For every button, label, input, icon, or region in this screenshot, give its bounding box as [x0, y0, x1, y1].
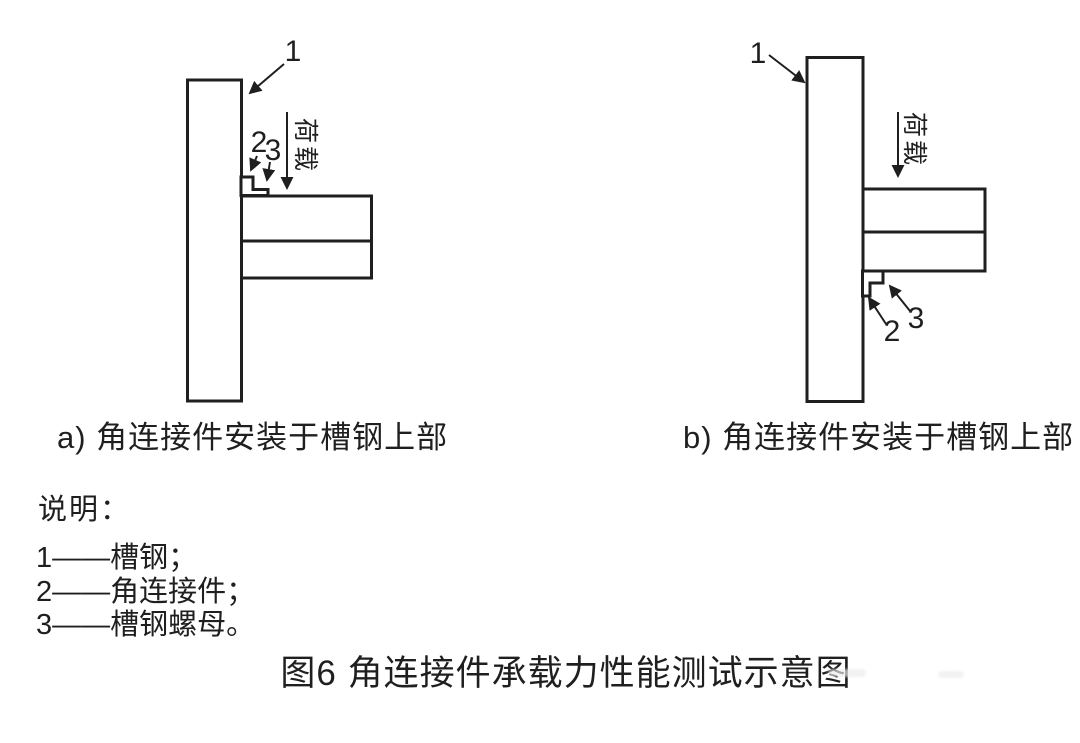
legend-item-3: 3——槽钢螺母。: [36, 609, 256, 641]
channel-steel-b: [805, 56, 865, 403]
load-label-b: 荷载: [900, 112, 928, 168]
subfigure-b-caption: b) 角连接件安装于槽钢上部: [683, 420, 1075, 455]
beam-lower-b: [861, 230, 987, 273]
legend: 说明： 1——槽钢； 2——角连接件； 3——槽钢螺母。: [36, 486, 255, 643]
callout-3-arrow-b: [888, 284, 911, 312]
callout-2-label-a: 2: [251, 126, 268, 159]
callout-1-arrow-a: [248, 63, 285, 95]
callout-2-label-b: 2: [884, 315, 901, 348]
legend-item-2: 2——角连接件；: [36, 575, 256, 608]
figure-title: 图6 角连接件承载力性能测试示意图: [280, 654, 852, 693]
legend-heading: 说明：: [38, 494, 132, 526]
callout-1-label-b: 1: [750, 37, 767, 70]
angle-connector-b: [861, 269, 885, 298]
callout-3-label-a: 3: [265, 134, 282, 167]
beam-upper-b: [861, 187, 987, 234]
callout-3-arrow-a: [262, 161, 276, 182]
diagram-b: 1 2 3 荷载: [750, 37, 987, 403]
callout-2-arrow-b: [867, 296, 887, 325]
callout-1-arrow-b: [768, 54, 806, 84]
angle-connector-a: [239, 175, 270, 197]
callout-1-label-a: 1: [285, 35, 302, 68]
load-label-a: 荷载: [291, 118, 319, 174]
subfigure-a-caption: a) 角连接件安装于槽钢上部: [57, 420, 449, 455]
beam-lower-a: [240, 239, 373, 280]
watermark-smudge: [938, 671, 964, 678]
legend-item-1: 1——槽钢；: [36, 542, 198, 574]
callout-2-arrow-a: [249, 155, 262, 172]
callout-3-label-b: 3: [908, 302, 925, 335]
channel-steel-a: [186, 78, 243, 403]
watermark-smudge: [828, 669, 866, 677]
beam-upper-a: [240, 194, 373, 243]
diagram-a: 1 2 3 荷载: [186, 35, 373, 403]
